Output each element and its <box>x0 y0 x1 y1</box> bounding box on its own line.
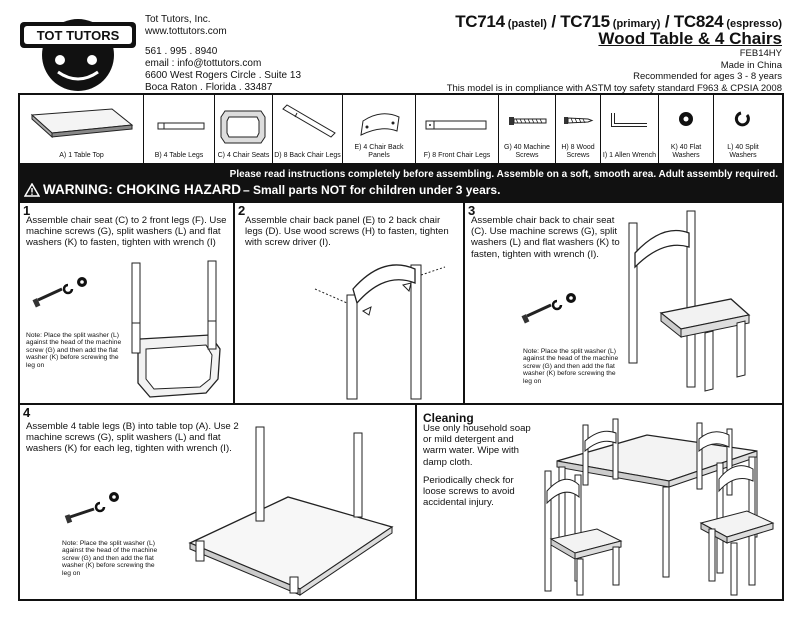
company-website: www.tottutors.com <box>145 26 227 37</box>
part-split-washers: L) 40 Split Washers <box>714 95 772 163</box>
step-number: 1 <box>23 203 31 218</box>
contact-block: 561 . 995 . 8940 email : info@tottutors.… <box>145 46 365 94</box>
part-chair-back-panels: E) 4 Chair Back Panels <box>343 95 416 163</box>
product-title: Wood Table & 4 Chairs <box>598 29 782 48</box>
model-3-variant: (espresso) <box>723 18 782 30</box>
company-phone: 561 . 995 . 8940 <box>145 46 218 57</box>
step-2-panel: 2 Assemble chair back panel (E) to 2 bac… <box>233 201 465 405</box>
step-number: 2 <box>238 203 246 218</box>
part-table-legs: B) 4 Table Legs <box>144 95 215 163</box>
company-address-line2: Boca Raton . Florida . 33487 <box>145 82 273 93</box>
step-2-illustration <box>314 264 446 400</box>
table-top-icon <box>30 108 134 139</box>
product-code: FEB14HY <box>739 48 782 59</box>
part-label: E) 4 Chair Back Panels <box>354 144 404 159</box>
table-legs-icon <box>157 122 205 130</box>
warning-triangle-icon <box>24 182 40 197</box>
step-instruction: Assemble chair back to chair seat (C). U… <box>471 215 620 260</box>
step-3-panel: 3 Assemble chair back to chair seat (C).… <box>463 201 784 405</box>
brand-logo: TOT TUTORS <box>18 10 138 92</box>
chair-back-panel-icon <box>360 113 400 136</box>
model-separator: / <box>546 12 561 31</box>
warning-text: – Small parts NOT for children under 3 y… <box>243 182 501 197</box>
company-address-line1: 6600 West Rogers Circle . Suite 13 <box>145 70 302 81</box>
part-label: B) 4 Table Legs <box>154 152 204 159</box>
product-meta: FEB14HY Made in China Recommended for ag… <box>402 48 782 94</box>
model-3: TC824 <box>673 12 724 31</box>
maintenance-instructions: Periodically check for loose screws to a… <box>423 475 515 509</box>
part-machine-screws: G) 40 Machine Screws <box>499 95 556 163</box>
choking-warning: WARNING: CHOKING HAZARD – Small parts NO… <box>24 182 500 197</box>
model-1-variant: (pastel) <box>504 18 547 30</box>
wood-screw-icon <box>564 117 594 124</box>
part-chair-seats: C) 4 Chair Seats <box>215 95 273 163</box>
part-label: I) 1 Allen Wrench <box>602 152 657 159</box>
part-allen-wrench: I) 1 Allen Wrench <box>601 95 659 163</box>
split-washer-icon <box>734 111 750 127</box>
flat-washer-icon <box>679 112 693 126</box>
part-label: K) 40 Flat Washers <box>670 144 702 159</box>
logo-text: TOT TUTORS <box>37 28 120 43</box>
step-note: Note: Place the split washer (L) against… <box>62 540 158 577</box>
part-flat-washers: K) 40 Flat Washers <box>659 95 714 163</box>
origin: Made in China <box>720 59 782 71</box>
company-name: Tot Tutors, Inc. <box>145 14 211 25</box>
model-2-variant: (primary) <box>609 18 661 30</box>
model-numbers: TC714 (pastel) / TC715 (primary) / TC824… <box>455 12 782 32</box>
step-instruction: Assemble chair seat (C) to 2 front legs … <box>26 215 227 249</box>
hardware-icon <box>521 293 576 324</box>
cleaning-instructions: Use only household soap or mild detergen… <box>423 423 531 468</box>
assembled-set-illustration <box>544 418 775 596</box>
part-label: A) 1 Table Top <box>59 152 104 159</box>
step-4-panel: 4 Assemble 4 table legs (B) into table t… <box>18 403 417 601</box>
assembly-notice: Please read instructions completely befo… <box>229 169 778 180</box>
step-number: 3 <box>468 203 476 218</box>
warning-title: WARNING: CHOKING HAZARD <box>43 182 241 197</box>
company-email: email : info@tottutors.com <box>145 58 262 69</box>
step-1-illustration <box>32 260 221 398</box>
hardware-icon <box>64 492 119 524</box>
step-1-panel: 1 Assemble chair seat (C) to 2 front leg… <box>18 201 235 405</box>
age-recommendation: Recommended for ages 3 - 8 years <box>633 71 782 82</box>
cleaning-panel: Cleaning Use only household soap or mild… <box>415 403 784 601</box>
model-1: TC714 <box>455 12 505 31</box>
front-chair-leg-icon <box>425 120 487 130</box>
model-separator: / <box>660 12 674 31</box>
step-4-illustration <box>64 426 394 596</box>
part-table-top: A) 1 Table Top <box>20 95 144 163</box>
hardware-icon <box>32 277 87 308</box>
part-back-chair-legs: D) 8 Back Chair Legs <box>273 95 343 163</box>
part-label: C) 4 Chair Seats <box>217 152 270 159</box>
step-number: 4 <box>23 405 31 420</box>
model-2: TC715 <box>560 12 610 31</box>
step-note: Note: Place the split washer (L) against… <box>523 348 619 385</box>
part-label: F) 8 Front Chair Legs <box>423 152 491 159</box>
machine-screw-icon <box>509 117 547 125</box>
allen-wrench-icon <box>611 113 647 127</box>
part-label: G) 40 Machine Screws <box>504 144 550 159</box>
part-label: H) 8 Wood Screws <box>561 144 595 159</box>
part-label: L) 40 Split Washers <box>727 144 759 159</box>
step-instruction: Assemble 4 table legs (B) into table top… <box>26 421 239 455</box>
step-3-illustration <box>521 210 751 392</box>
warning-bar: Please read instructions completely befo… <box>18 165 784 201</box>
part-front-chair-legs: F) 8 Front Chair Legs <box>416 95 499 163</box>
part-label: D) 8 Back Chair Legs <box>274 152 341 159</box>
back-chair-leg-icon <box>282 104 336 138</box>
part-wood-screws: H) 8 Wood Screws <box>556 95 601 163</box>
chair-seat-icon <box>220 110 266 144</box>
company-block: Tot Tutors, Inc. www.tottutors.com <box>145 14 345 38</box>
cleaning-title: Cleaning <box>423 411 474 425</box>
compliance-statement: This model is in compliance with ASTM to… <box>446 82 782 94</box>
parts-list: A) 1 Table Top B) 4 Table Legs C) 4 Chai… <box>18 93 784 165</box>
step-instruction: Assemble chair back panel (E) to 2 back … <box>245 215 449 249</box>
step-note: Note: Place the split washer (L) against… <box>26 332 122 369</box>
